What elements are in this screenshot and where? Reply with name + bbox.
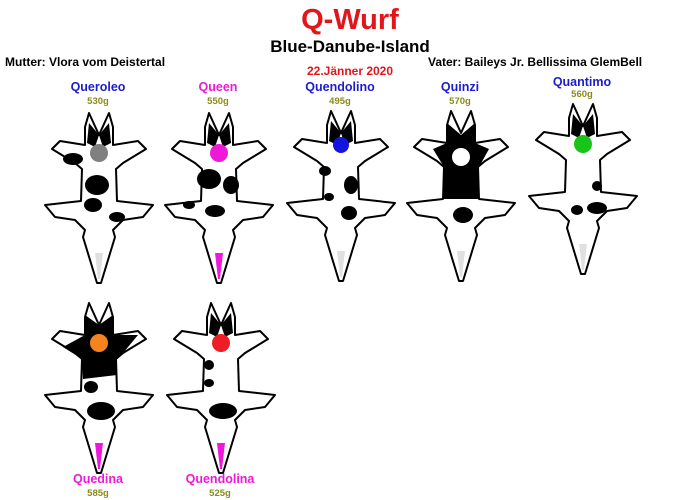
birth-date: 22.Jänner 2020 <box>306 64 394 78</box>
puppy-ear-spot <box>99 123 111 147</box>
puppy-tail-tip <box>579 244 587 270</box>
father-label: Vater: Baileys Jr. Bellissima GlemBell <box>428 55 643 69</box>
pup-weight-quantimo: 560g <box>571 89 593 100</box>
puppy-spot <box>63 153 83 165</box>
pup-name-quantimo: Quantimo <box>552 75 612 89</box>
puppy-silhouette-queen <box>164 112 274 284</box>
puppy-spot <box>87 402 115 420</box>
puppy-ear-spot <box>209 313 221 337</box>
pup-name-queroleo: Queroleo <box>70 80 126 94</box>
pup-color-marker <box>210 144 228 162</box>
puppy-silhouette-quendolino <box>286 110 396 282</box>
puppy-spot <box>453 207 473 223</box>
pup-name-queen: Queen <box>198 80 238 94</box>
puppy-spot <box>209 403 237 419</box>
litter-title: Q-Wurf <box>301 4 399 36</box>
puppy-spot <box>324 193 334 201</box>
puppy-tail-tip <box>337 251 345 277</box>
puppy-spot <box>592 181 602 191</box>
puppy-tail-tip <box>95 253 103 279</box>
puppy-spot <box>204 360 214 370</box>
puppy-tail-tip <box>457 251 465 277</box>
puppy-tail-tip <box>95 443 103 469</box>
puppy-ear-spot <box>219 123 231 147</box>
puppy-spot <box>204 379 214 387</box>
puppy-ear-spot <box>221 313 233 337</box>
puppy-spot <box>183 201 195 209</box>
puppy-ear-spot <box>87 123 99 147</box>
puppy-spot <box>85 175 109 195</box>
pup-name-quedina: Quedina <box>72 472 123 486</box>
mother-label: Mutter: Vlora vom Deistertal <box>5 55 166 69</box>
puppy-spot <box>84 198 102 212</box>
puppy-spot <box>223 176 239 194</box>
puppy-ear-spot <box>571 114 583 138</box>
puppy-spot <box>571 205 583 215</box>
puppy-spot <box>341 206 357 220</box>
puppy-body-outline <box>528 103 638 275</box>
kennel-name: Blue-Danube-Island <box>270 37 430 56</box>
pup-weight-quinzi: 570g <box>449 96 471 107</box>
puppy-ear-spot <box>583 114 595 138</box>
puppy-silhouette-quendolina <box>166 302 276 474</box>
pup-weight-queen: 550g <box>207 96 229 107</box>
puppy-tail-tip <box>215 253 223 279</box>
puppy-spot <box>587 202 607 214</box>
puppy-ear-spot <box>207 123 219 147</box>
pup-name-quendolina: Quendolina <box>185 472 255 486</box>
puppy-body-outline <box>166 302 276 474</box>
pup-color-marker <box>333 137 349 153</box>
pup-name-quendolino: Quendolino <box>305 80 375 94</box>
pup-weight-quedina: 585g <box>87 488 109 499</box>
puppy-silhouette-quinzi <box>406 110 516 282</box>
pup-color-marker <box>90 334 108 352</box>
puppy-tail-tip <box>217 443 225 469</box>
puppy-silhouette-queroleo <box>44 112 154 284</box>
puppy-spot <box>84 381 98 393</box>
pup-color-marker <box>90 144 108 162</box>
pup-weight-quendolino: 495g <box>329 96 351 107</box>
pup-color-marker <box>452 148 470 166</box>
pup-weight-queroleo: 530g <box>87 96 109 107</box>
puppy-body-outline <box>164 112 274 284</box>
puppy-body-outline <box>286 110 396 282</box>
puppy-spot <box>344 176 358 194</box>
puppy-silhouette-quantimo <box>528 103 638 275</box>
puppy-spot <box>205 205 225 217</box>
pup-weight-quendolina: 525g <box>209 488 231 499</box>
pup-color-marker <box>212 334 230 352</box>
puppy-spot <box>109 212 125 222</box>
pup-name-quinzi: Quinzi <box>440 80 480 94</box>
puppy-spot <box>319 166 331 176</box>
puppy-spot <box>197 169 221 189</box>
pup-color-marker <box>574 135 592 153</box>
puppy-silhouette-quedina <box>44 302 154 474</box>
